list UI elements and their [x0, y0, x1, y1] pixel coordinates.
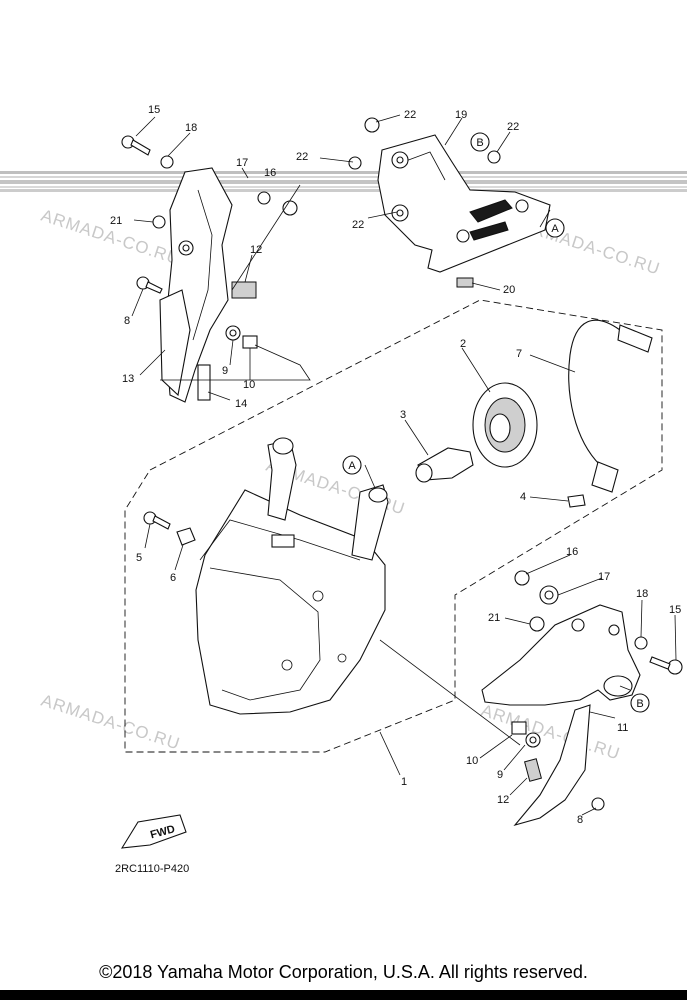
callout-22-c: 22 — [296, 151, 308, 163]
callout-22-a: 22 — [404, 109, 416, 121]
callout-18-right: 18 — [636, 588, 648, 600]
ref-b-top-label: B — [476, 137, 483, 149]
callout-8-left: 8 — [124, 315, 130, 327]
reference-marks: A B A B — [342, 132, 650, 713]
nut-10-left — [242, 335, 258, 349]
callout-22-b: 22 — [507, 121, 519, 133]
ref-b-stay-label: B — [636, 698, 643, 710]
callout-18-left: 18 — [185, 122, 197, 134]
callouts: 15 18 17 16 22 19 22 22 22 21 12 20 8 13… — [110, 104, 681, 826]
callout-20: 20 — [503, 284, 515, 296]
assembly-outline-1 — [124, 299, 663, 753]
callout-15-right: 15 — [669, 604, 681, 616]
collar-22-c — [487, 150, 501, 164]
callout-6: 6 — [170, 572, 176, 584]
headlight-body — [195, 437, 521, 746]
callout-13: 13 — [122, 373, 134, 385]
callout-10-left: 10 — [243, 379, 255, 391]
damper-20 — [456, 277, 474, 288]
callout-14: 14 — [235, 398, 247, 410]
cover-13-right — [513, 704, 591, 827]
callout-11: 11 — [617, 722, 628, 734]
callout-16-left: 16 — [264, 167, 276, 179]
collar-16-left — [257, 191, 271, 205]
rubber-14 — [197, 364, 211, 401]
callout-21-left: 21 — [110, 215, 122, 227]
callout-7: 7 — [516, 348, 522, 360]
callout-15-left: 15 — [148, 104, 160, 116]
bulb-4 — [567, 494, 586, 508]
washer-18-right — [634, 636, 648, 650]
callout-9-right: 9 — [497, 769, 503, 781]
ref-b-stay — [630, 693, 650, 713]
copyright-notice: ©2018 Yamaha Motor Corporation, U.S.A. A… — [99, 962, 588, 982]
ref-a-top-label: A — [551, 223, 559, 235]
bulb-assembly — [415, 319, 653, 508]
callout-22-d: 22 — [352, 219, 364, 231]
washer-18-left — [160, 155, 174, 169]
callout-4: 4 — [520, 491, 526, 503]
diagram-code: 2RC1110-P420 — [115, 863, 189, 875]
right-stay-group — [481, 570, 683, 827]
callout-12-left: 12 — [250, 244, 262, 256]
nut-10-right — [511, 721, 527, 735]
collar-16-right — [514, 570, 530, 586]
callout-17-left: 17 — [236, 157, 248, 169]
callout-2: 2 — [460, 338, 466, 350]
callout-8-right: 8 — [577, 814, 583, 826]
wire-harness-7 — [568, 319, 621, 466]
headlight-stay-11 — [481, 604, 641, 706]
scan-noise-band — [0, 171, 687, 192]
bracket-19 — [377, 134, 551, 273]
ref-a-body — [342, 455, 362, 475]
right-bracket-group — [348, 117, 551, 288]
callout-9-left: 9 — [222, 365, 228, 377]
clip-6 — [176, 527, 196, 546]
callout-19: 19 — [455, 109, 467, 121]
bolt-8-right — [591, 797, 605, 811]
callout-3: 3 — [400, 409, 406, 421]
left-bracket-group — [121, 135, 311, 403]
mount-arm-right — [351, 484, 389, 561]
leader-lines — [131, 114, 677, 816]
callout-21-right: 21 — [488, 612, 500, 624]
collar-21-right — [529, 616, 545, 632]
ref-a-top — [545, 218, 565, 238]
callout-5: 5 — [136, 552, 142, 564]
callout-10-right: 10 — [466, 755, 478, 767]
watermark-5: ARMADA-CO.RU — [479, 701, 623, 764]
fwd-arrow: FWD — [120, 814, 187, 849]
bolt-15-right — [667, 659, 683, 675]
collar-21-left — [152, 215, 166, 229]
bottom-bar — [0, 990, 687, 1000]
ref-b-top — [470, 132, 490, 152]
collar-22-b — [348, 156, 362, 170]
collar-22-a — [364, 117, 380, 133]
callout-16-right: 16 — [566, 546, 578, 558]
ref-a-body-label: A — [348, 460, 356, 472]
watermark-4: ARMADA-CO.RU — [39, 691, 183, 754]
damper-12-right — [524, 758, 542, 782]
callout-1: 1 — [401, 776, 407, 788]
callout-12-right: 12 — [497, 794, 509, 806]
callout-17-right: 17 — [598, 571, 610, 583]
bolt-5-group — [143, 511, 196, 546]
cover-13 — [159, 289, 191, 397]
